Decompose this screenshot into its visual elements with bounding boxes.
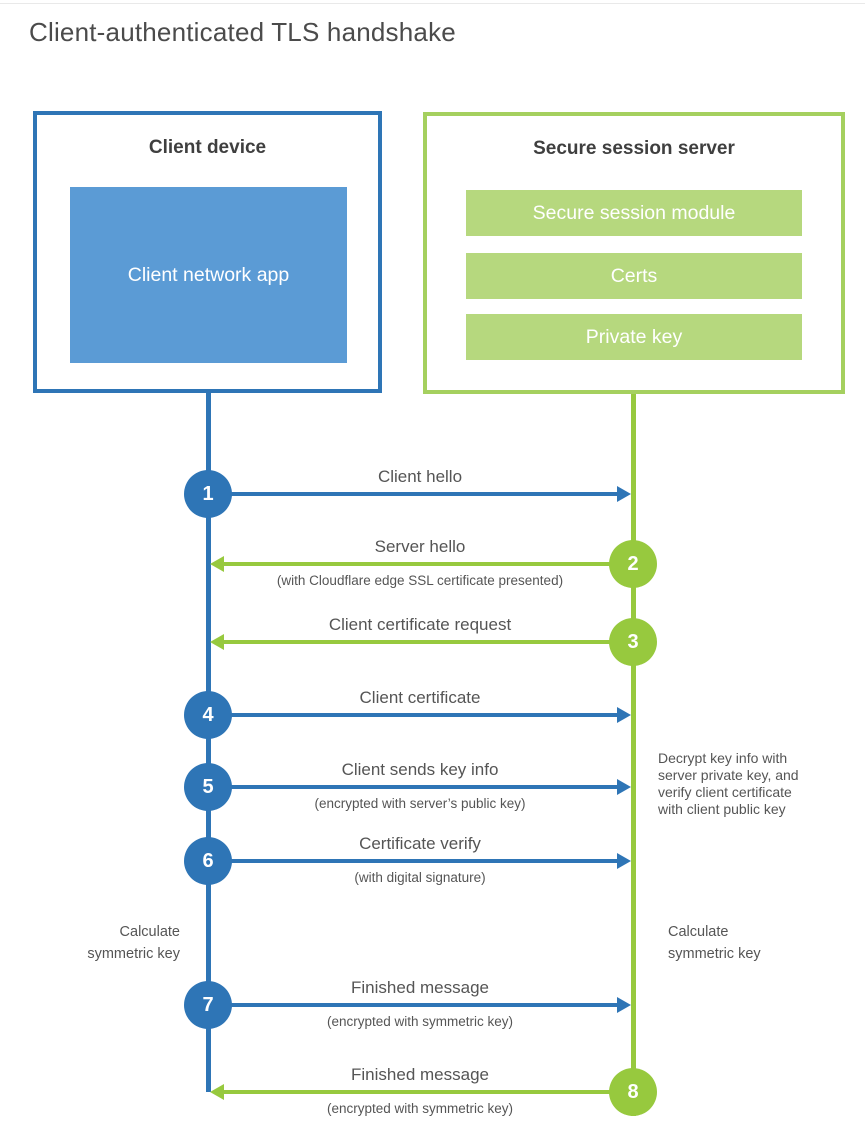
secure-session-server-box: Secure session server Secure session mod… <box>423 112 845 394</box>
step-5-sublabel: (encrypted with server’s public key) <box>314 796 526 811</box>
step-6-circle: 6 <box>184 837 232 885</box>
step-5-number: 5 <box>202 775 214 798</box>
step-7-number: 7 <box>202 993 214 1016</box>
step-5-arrow-line <box>230 785 617 789</box>
client-device-title: Client device <box>148 137 267 158</box>
step-2-circle: 2 <box>609 540 657 588</box>
client-lifeline <box>206 393 211 1092</box>
top-divider <box>0 3 865 4</box>
step-6-number: 6 <box>202 849 214 872</box>
secure-session-server-title: Secure session server <box>533 138 735 159</box>
step-1-arrow-line <box>230 492 617 496</box>
step-2-arrow-line <box>224 562 611 566</box>
step-4-number: 4 <box>202 703 214 726</box>
step-4-arrow-line <box>230 713 617 717</box>
step-8-circle: 8 <box>609 1068 657 1116</box>
step-8-sublabel: (encrypted with symmetric key) <box>326 1101 514 1116</box>
step-1-circle: 1 <box>184 470 232 518</box>
step-6-arrowhead-right <box>617 853 631 869</box>
step-3-number: 3 <box>627 630 639 653</box>
step-1-label: Client hello <box>377 467 463 486</box>
step-4-arrowhead-right <box>617 707 631 723</box>
step-6-sublabel: (with digital signature) <box>354 870 486 885</box>
client-network-app-box: Client network app <box>70 187 347 363</box>
server-module-private-key: Private key <box>466 314 802 360</box>
calculate-symmetric-key-note-client: Calculate symmetric key <box>87 924 180 962</box>
client-device-box: Client device Client network app <box>33 111 382 393</box>
step-2-arrowhead-left <box>210 556 224 572</box>
server-module-secure-session: Secure session module <box>466 190 802 236</box>
server-lifeline <box>631 394 636 1116</box>
step-6-arrow-line <box>230 859 617 863</box>
diagram-title: Client-authenticated TLS handshake <box>29 17 456 47</box>
step-7-arrowhead-right <box>617 997 631 1013</box>
step-7-label: Finished message <box>351 978 489 997</box>
step-5-arrowhead-right <box>617 779 631 795</box>
step-2-sublabel: (with Cloudflare edge SSL certificate pr… <box>276 573 564 588</box>
step-3-arrow-line <box>224 640 611 644</box>
step-3-circle: 3 <box>609 618 657 666</box>
step-7-arrow-line <box>230 1003 617 1007</box>
step-3-arrowhead-left <box>210 634 224 650</box>
step-2-label: Server hello <box>374 537 466 556</box>
step-1-arrowhead-right <box>617 486 631 502</box>
step-8-arrowhead-left <box>210 1084 224 1100</box>
step-6-label: Certificate verify <box>359 834 481 853</box>
decrypt-key-info-note: Decrypt key info with server private key… <box>658 750 799 817</box>
step-8-arrow-line <box>224 1090 611 1094</box>
step-2-number: 2 <box>627 552 639 575</box>
step-7-sublabel: (encrypted with symmetric key) <box>326 1014 514 1029</box>
server-module-private-key-label: Private key <box>585 325 683 348</box>
server-module-secure-session-label: Secure session module <box>532 201 736 224</box>
step-8-number: 8 <box>627 1080 639 1103</box>
step-4-circle: 4 <box>184 691 232 739</box>
server-module-certs-label: Certs <box>610 264 658 287</box>
server-module-certs: Certs <box>466 253 802 299</box>
step-5-circle: 5 <box>184 763 232 811</box>
client-network-app-label: Client network app <box>127 264 290 286</box>
step-8-label: Finished message <box>351 1065 489 1084</box>
calculate-symmetric-key-note-server: Calculate symmetric key <box>668 924 761 962</box>
step-1-number: 1 <box>202 482 214 505</box>
step-5-label: Client sends key info <box>341 760 499 779</box>
step-3-label: Client certificate request <box>328 615 512 634</box>
step-7-circle: 7 <box>184 981 232 1029</box>
step-4-label: Client certificate <box>359 688 481 707</box>
